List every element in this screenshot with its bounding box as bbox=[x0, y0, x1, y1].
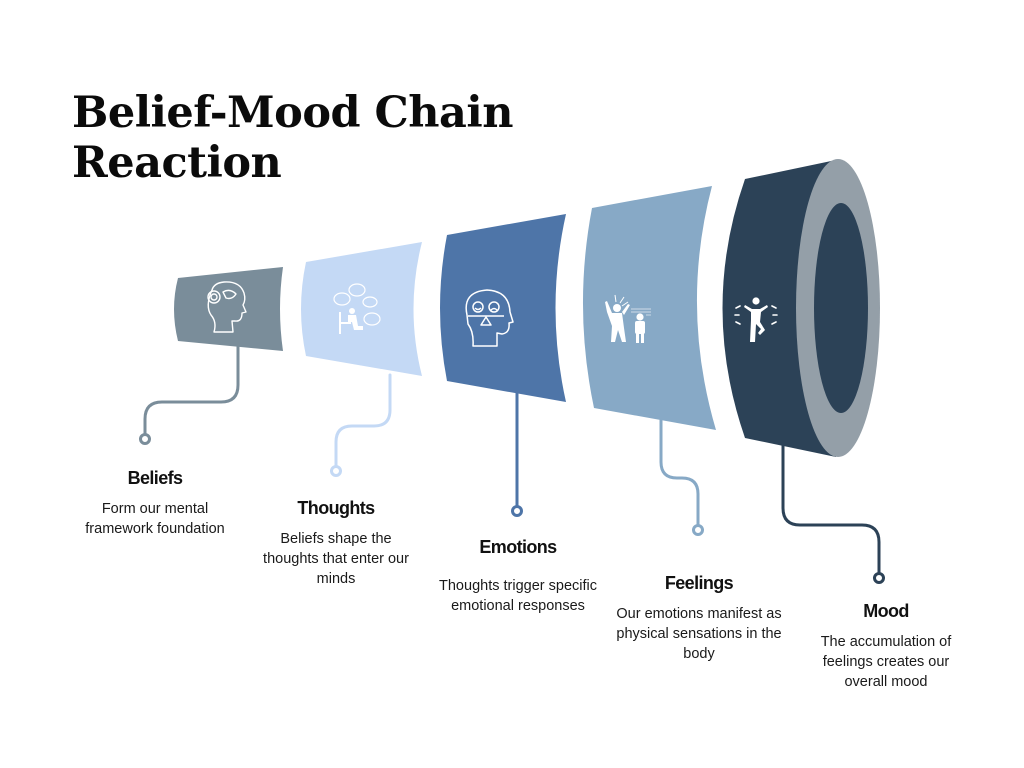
stage-heading-beliefs: Beliefs bbox=[127, 468, 183, 488]
stage-heading-mood: Mood bbox=[863, 601, 909, 621]
segment-feelings bbox=[582, 186, 716, 430]
stage-label-emotions: Emotions Thoughts trigger specific emoti… bbox=[427, 537, 609, 616]
segment-emotions bbox=[440, 214, 566, 402]
people-sensations-icon bbox=[605, 294, 651, 343]
segment-thoughts bbox=[301, 242, 422, 376]
segment-beliefs bbox=[174, 267, 283, 351]
segment-mood-opening bbox=[814, 203, 868, 413]
stage-label-thoughts: Thoughts Beliefs shape the thoughts that… bbox=[256, 498, 416, 589]
stage-label-beliefs: Beliefs Form our mental framework founda… bbox=[70, 468, 240, 539]
title-line-1: Belief-Mood Chain bbox=[72, 88, 513, 138]
connector-thoughts bbox=[334, 373, 392, 468]
title-line-2: Reaction bbox=[72, 138, 282, 188]
connector-end-feelings bbox=[692, 524, 704, 536]
connector-feelings bbox=[659, 418, 700, 527]
head-emotion-balance-icon bbox=[465, 289, 514, 347]
stage-heading-feelings: Feelings bbox=[664, 573, 734, 593]
person-dancing-icon bbox=[734, 297, 778, 342]
connector-beliefs bbox=[143, 338, 240, 436]
page-title: Belief-Mood Chain Reaction bbox=[72, 88, 513, 188]
connector-mood bbox=[781, 443, 881, 575]
stage-description-mood: The accumulation of feelings creates our… bbox=[820, 634, 952, 690]
stage-label-mood: Mood The accumulation of feelings create… bbox=[812, 601, 960, 692]
stage-label-feelings: Feelings Our emotions manifest as physic… bbox=[608, 573, 790, 664]
stage-description-thoughts: Beliefs shape the thoughts that enter ou… bbox=[263, 531, 409, 587]
stage-description-feelings: Our emotions manifest as physical sensat… bbox=[616, 606, 782, 662]
stage-heading-thoughts: Thoughts bbox=[297, 498, 375, 518]
head-gears-icon bbox=[207, 281, 247, 333]
connector-end-emotions bbox=[511, 505, 523, 517]
stage-description-emotions: Thoughts trigger specific emotional resp… bbox=[439, 578, 597, 614]
connector-end-mood bbox=[873, 572, 885, 584]
connector-end-thoughts bbox=[330, 465, 342, 477]
stage-heading-emotions: Emotions bbox=[479, 537, 557, 557]
thinking-person-clouds-icon bbox=[333, 283, 381, 334]
connector-end-beliefs bbox=[139, 433, 151, 445]
stage-description-beliefs: Form our mental framework foundation bbox=[85, 501, 225, 537]
